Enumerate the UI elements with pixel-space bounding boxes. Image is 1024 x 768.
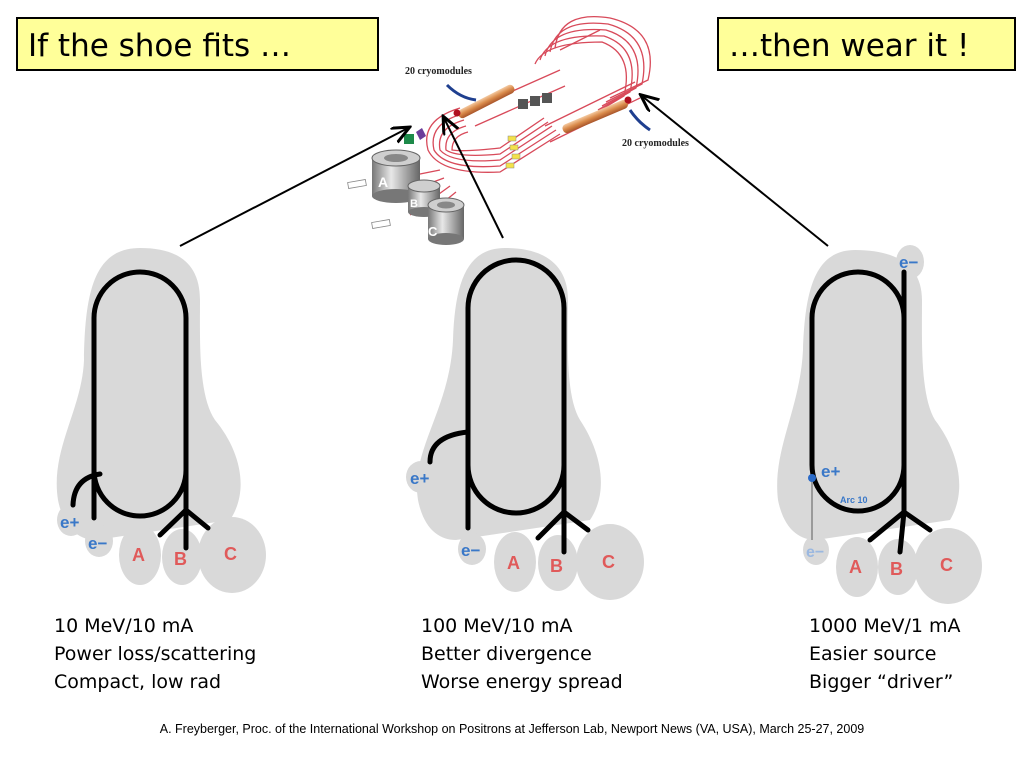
shoe-3-toe-b [878, 539, 918, 595]
shoe-3-em-bubble [803, 535, 829, 565]
option-3-caption: 1000 MeV/1 mA Easier source Bigger “driv… [809, 612, 961, 696]
option-1-line-1: 10 MeV/10 mA [54, 615, 194, 637]
title-left: If the shoe fits … [16, 17, 379, 71]
shoe-3-positron-label: e+ [821, 462, 840, 481]
hall-a-label: A [378, 174, 388, 190]
shoe-1-body [56, 248, 241, 540]
option-3-line-1: 1000 MeV/1 mA [809, 615, 961, 637]
shoe-option-1: e+ e− A B C [56, 248, 266, 593]
option-3-line-2: Easier source [809, 643, 937, 665]
shoe-2-positron-line [427, 429, 471, 465]
option-3-line-3: Bigger “driver” [809, 671, 954, 693]
shoe-3-arc-label: Arc 10 [840, 495, 868, 505]
shoe-3-extraction [867, 462, 933, 555]
shoe-option-2: e+ e− A B C [406, 248, 644, 600]
reference-citation: A. Freyberger, Proc. of the Internationa… [159, 722, 865, 736]
shoe-2-racetrack [465, 257, 567, 516]
shoe-1-toe-b [162, 529, 202, 585]
cryomodules-right-label: 20 cryomodules [622, 138, 689, 149]
shoe-1-positron-label: e+ [60, 513, 79, 532]
shoe-3-electron-top-label: e− [899, 253, 918, 272]
source-box [404, 134, 414, 144]
shoe-2-hall-a: A [507, 553, 520, 573]
target-markers [347, 179, 391, 229]
purple-element [416, 128, 426, 140]
shoe-3-hall-b: B [890, 559, 903, 579]
shoe-2-hall-c: C [602, 552, 615, 572]
shoe-2-em-bubble [458, 533, 486, 565]
shoe-1-em-bubble [85, 525, 113, 557]
curved-arrow-top [445, 83, 477, 102]
shoe-3-hall-a: A [849, 557, 862, 577]
shoe-1-hall-b: B [174, 549, 187, 569]
hall-c-label: C [428, 224, 438, 239]
hall-b-label: B [410, 198, 418, 210]
cryomodules-top-label: 20 cryomodules [405, 66, 472, 77]
option-2-line-2: Better divergence [421, 643, 592, 665]
shoe-2-ep-bubble [406, 461, 436, 493]
shoe-3-hall-c: C [940, 555, 953, 575]
cryomodule-top [453, 84, 515, 119]
shoe-2-toe-b [538, 535, 578, 591]
arrow-right [642, 96, 829, 247]
hall-c-cylinder: C [427, 197, 465, 245]
shoe-2-toe-a [494, 532, 536, 592]
injector-block [518, 93, 552, 109]
option-1-line-2: Power loss/scattering [54, 643, 257, 665]
title-right: …then wear it ! [717, 17, 1016, 71]
arrow-left [179, 128, 408, 247]
shoe-1-toe-a [119, 525, 161, 585]
shoe-1-electron-label: e− [88, 534, 107, 553]
shoe-2-positron-label: e+ [410, 469, 429, 488]
option-1-line-3: Compact, low rad [54, 671, 222, 693]
hall-a-cylinder: A [371, 149, 421, 203]
option-1-caption: 10 MeV/10 mA Power loss/scattering Compa… [54, 612, 256, 696]
shoe-1-positron-line [70, 471, 103, 508]
shoe-2-body [416, 248, 601, 540]
shoe-2-hall-b: B [550, 556, 563, 576]
shoe-1-racetrack [91, 269, 189, 519]
curved-arrow-right [628, 109, 651, 132]
shoe-3-toe-c [914, 528, 982, 604]
shoe-1-toe-c [198, 517, 266, 593]
yellow-magnets [505, 135, 521, 169]
shoe-2-toe-c [576, 524, 644, 600]
shoe-1-hall-a: A [132, 545, 145, 565]
shoe-3-body [777, 250, 960, 540]
shoe-2-extraction [535, 462, 591, 555]
cryomodule-right [562, 96, 632, 134]
shoe-2-electron-label: e− [461, 541, 480, 560]
shoe-option-3: e− e+ Arc 10 e− A B C [777, 245, 982, 604]
arrow-middle [444, 118, 504, 239]
shoe-1-ep-bubble [57, 504, 85, 536]
option-2-caption: 100 MeV/10 mA Better divergence Worse en… [421, 612, 623, 696]
shoe-3-electron-label: e− [806, 544, 824, 561]
option-2-line-3: Worse energy spread [421, 671, 623, 693]
shoe-3-positron-source [808, 474, 816, 482]
shoe-1-extraction [157, 467, 211, 551]
accelerator-sketch: 20 cryomodules 20 cryomodules A B C [347, 16, 689, 245]
shoe-3-toe-a [836, 537, 878, 597]
shoe-1-hall-c: C [224, 544, 237, 564]
option-2-line-1: 100 MeV/10 mA [421, 615, 573, 637]
